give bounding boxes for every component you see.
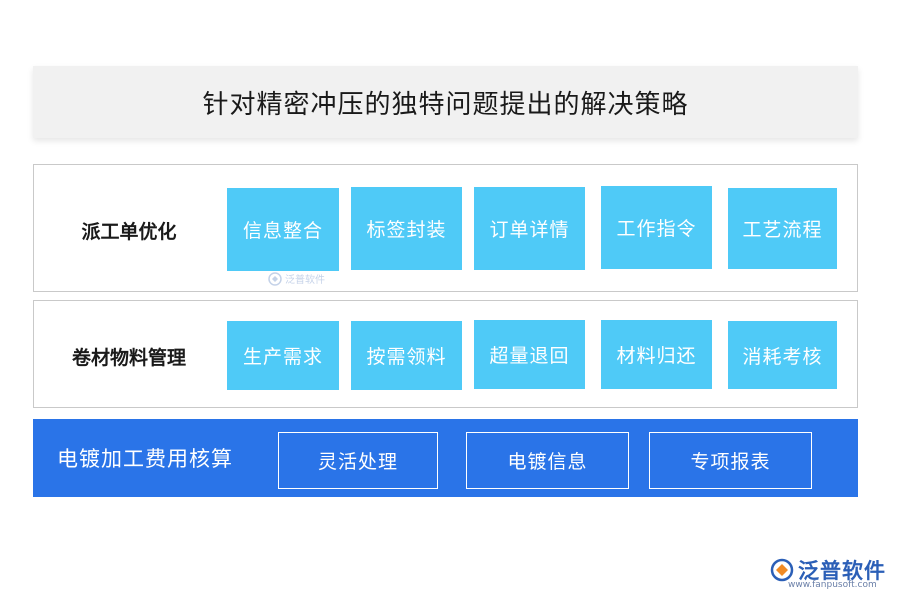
section-label: 派工单优化 [81, 221, 177, 243]
section-electroplating-cost: 电镀加工费用核算 灵活处理 电镀信息 专项报表 [33, 419, 858, 497]
brand-logo-text: 泛普软件 [798, 559, 886, 583]
outline-item-box: 灵活处理 [278, 432, 438, 489]
item-box: 生产需求 [227, 321, 339, 390]
watermark-logo-icon [268, 271, 282, 286]
item-box: 消耗考核 [728, 321, 837, 389]
item-box: 订单详情 [474, 187, 585, 270]
item-box: 材料归还 [601, 320, 712, 389]
item-box: 按需领料 [351, 321, 462, 390]
item-box: 超量退回 [474, 320, 585, 389]
title-bar: 针对精密冲压的独特问题提出的解决策略 [33, 66, 858, 138]
section-label: 电镀加工费用核算 [57, 447, 233, 471]
watermark: 泛普软件 [268, 271, 325, 286]
brand-url: www.fanpusoft.com [788, 580, 877, 590]
section-label: 卷材物料管理 [71, 347, 186, 369]
diagram-title: 针对精密冲压的独特问题提出的解决策略 [202, 89, 689, 120]
watermark-text: 泛普软件 [285, 275, 325, 286]
section-coil-material-management: 卷材物料管理 生产需求 按需领料 超量退回 材料归还 消耗考核 [33, 300, 858, 408]
item-box: 工艺流程 [728, 188, 837, 269]
outline-item-box: 专项报表 [649, 432, 812, 489]
brand-logo: 泛普软件 [770, 555, 886, 585]
outline-item-box: 电镀信息 [466, 432, 629, 489]
item-box: 标签封装 [351, 187, 462, 270]
item-box: 信息整合 [227, 188, 339, 271]
brand-logo-icon [770, 558, 794, 582]
item-box: 工作指令 [601, 186, 712, 269]
section-dispatch-optimization: 派工单优化 信息整合 标签封装 订单详情 工作指令 工艺流程 [33, 164, 858, 292]
